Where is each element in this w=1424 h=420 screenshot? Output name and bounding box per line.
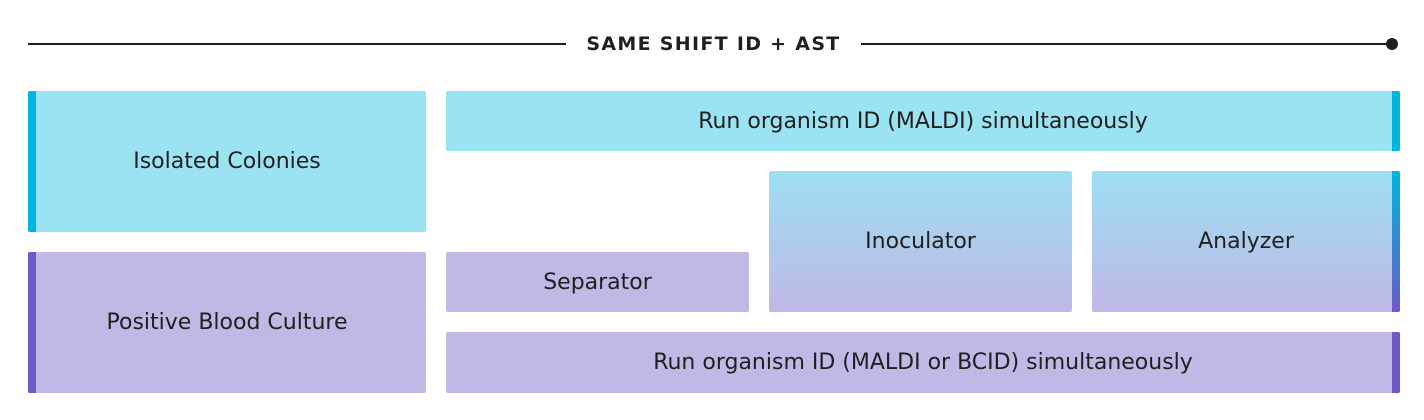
maldi-bottom-label: Run organism ID (MALDI or BCID) simultan… [653, 350, 1193, 375]
isolated-colonies-label: Isolated Colonies [133, 149, 321, 174]
maldi-top-label: Run organism ID (MALDI) simultaneously [698, 108, 1148, 134]
separator-label: Separator [543, 269, 652, 295]
inoculator-box: Inoculator [769, 171, 1072, 312]
maldi-bottom-accent [1392, 332, 1400, 393]
header-title: SAME SHIFT ID + AST [586, 33, 841, 55]
header-line-right [861, 43, 1391, 45]
maldi-top-accent [1392, 91, 1400, 151]
maldi-bottom-box: Run organism ID (MALDI or BCID) simultan… [446, 332, 1400, 393]
positive-blood-culture-accent [28, 252, 36, 393]
inoculator-label: Inoculator [865, 229, 976, 254]
separator-box: Separator [446, 252, 749, 312]
header-line-left [28, 43, 566, 45]
header-end-dot [1386, 38, 1398, 50]
isolated-colonies-accent [28, 91, 36, 232]
analyzer-box: Analyzer [1092, 171, 1400, 312]
positive-blood-culture-label: Positive Blood Culture [106, 310, 348, 335]
analyzer-accent [1392, 171, 1400, 312]
isolated-colonies-box: Isolated Colonies [28, 91, 426, 232]
positive-blood-culture-box: Positive Blood Culture [28, 252, 426, 393]
maldi-top-box: Run organism ID (MALDI) simultaneously [446, 91, 1400, 151]
analyzer-label: Analyzer [1198, 229, 1294, 254]
